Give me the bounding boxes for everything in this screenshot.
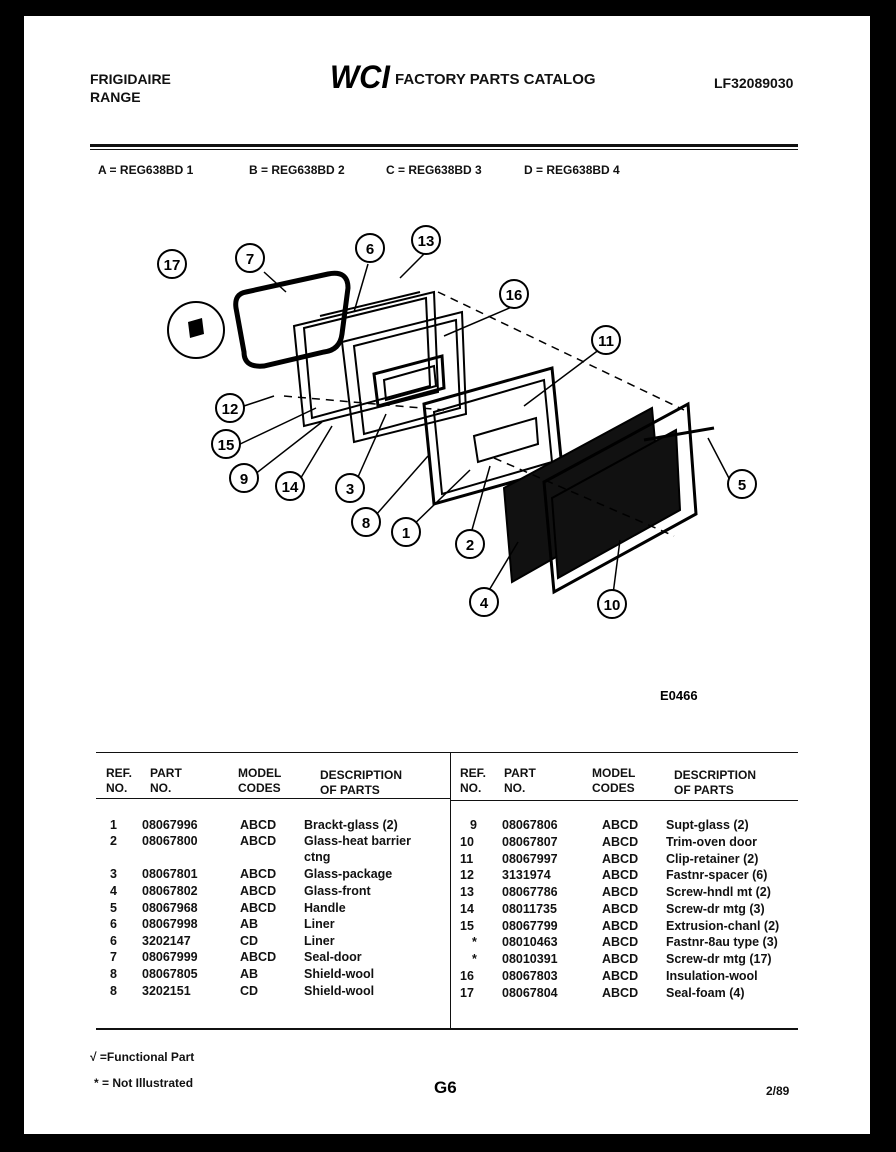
callout-13: 13	[411, 225, 441, 255]
model-d: D = REG638BD 4	[524, 163, 620, 177]
svg-text:4: 4	[480, 595, 489, 612]
table-row: ctng	[304, 850, 331, 864]
callout-10: 10	[597, 589, 627, 619]
brand-line-2: RANGE	[90, 89, 141, 105]
model-c: C = REG638BD 3	[386, 163, 482, 177]
header-ref-right: REF.NO.	[460, 766, 487, 795]
svg-text:14: 14	[282, 479, 299, 496]
table-header-rule-right	[450, 800, 798, 801]
header-ref: REF.NO.	[106, 766, 133, 795]
callout-9: 9	[229, 463, 259, 493]
model-a: A = REG638BD 1	[98, 163, 194, 177]
svg-text:1: 1	[402, 525, 410, 542]
exploded-door-diagram: 17 7 6 13 16 11 12 15 9 14 3 8 1 2 5 4 1…	[157, 225, 757, 619]
svg-text:8: 8	[362, 515, 370, 532]
callout-14: 14	[275, 471, 305, 501]
callout-2: 2	[455, 529, 485, 559]
catalog-page: FRIGIDAIRE RANGE WCI FACTORY PARTS CATAL…	[24, 16, 870, 1134]
svg-text:5: 5	[738, 477, 746, 494]
callout-12: 12	[215, 393, 245, 423]
svg-text:12: 12	[222, 401, 239, 418]
wci-logo: WCI	[328, 59, 392, 95]
brand-line-1: FRIGIDAIRE	[90, 71, 171, 87]
table-header-rule-left	[96, 798, 450, 799]
svg-text:17: 17	[164, 257, 181, 274]
callout-5: 5	[727, 469, 757, 499]
trim-door-shape	[542, 401, 698, 595]
seal-door-shape	[233, 270, 351, 369]
callout-8: 8	[351, 507, 381, 537]
catalog-number: LF32089030	[714, 75, 794, 91]
callout-1: 1	[391, 517, 421, 547]
callout-16: 16	[499, 279, 529, 309]
callout-4: 4	[469, 587, 499, 617]
functional-part-note: √ =Functional Part	[90, 1050, 195, 1064]
not-illustrated-note: * = Not Illustrated	[94, 1076, 194, 1090]
insulation-shape	[340, 310, 468, 444]
page-number: G6	[434, 1078, 457, 1097]
table-bottom-rule	[96, 1028, 798, 1030]
svg-text:16: 16	[506, 287, 523, 304]
date-code: 2/89	[766, 1084, 790, 1098]
header-rule	[90, 144, 798, 147]
svg-text:7: 7	[246, 251, 254, 268]
callout-11: 11	[591, 325, 621, 355]
callout-7: 7	[235, 243, 265, 273]
svg-text:15: 15	[218, 437, 235, 454]
svg-text:9: 9	[240, 471, 248, 488]
table-top-rule	[96, 752, 798, 753]
svg-text:10: 10	[604, 597, 621, 614]
wci-logo-text: WCI	[330, 60, 391, 94]
svg-text:6: 6	[366, 241, 374, 258]
callout-17: 17	[157, 249, 187, 279]
liner-shape	[292, 290, 440, 428]
svg-text:11: 11	[598, 333, 614, 350]
callout-15: 15	[211, 429, 241, 459]
svg-text:2: 2	[466, 537, 474, 554]
table-divider	[450, 752, 451, 1030]
glass-package-shape	[372, 354, 446, 408]
callout-6: 6	[355, 233, 385, 263]
svg-text:13: 13	[418, 233, 435, 250]
diagram-code: E0466	[660, 688, 698, 703]
model-b: B = REG638BD 2	[249, 163, 345, 177]
callout-3: 3	[335, 473, 365, 503]
svg-text:3: 3	[346, 481, 354, 498]
catalog-title: FACTORY PARTS CATALOG	[395, 71, 596, 88]
handle-shape	[643, 426, 715, 442]
header-rule-thin	[90, 149, 798, 150]
